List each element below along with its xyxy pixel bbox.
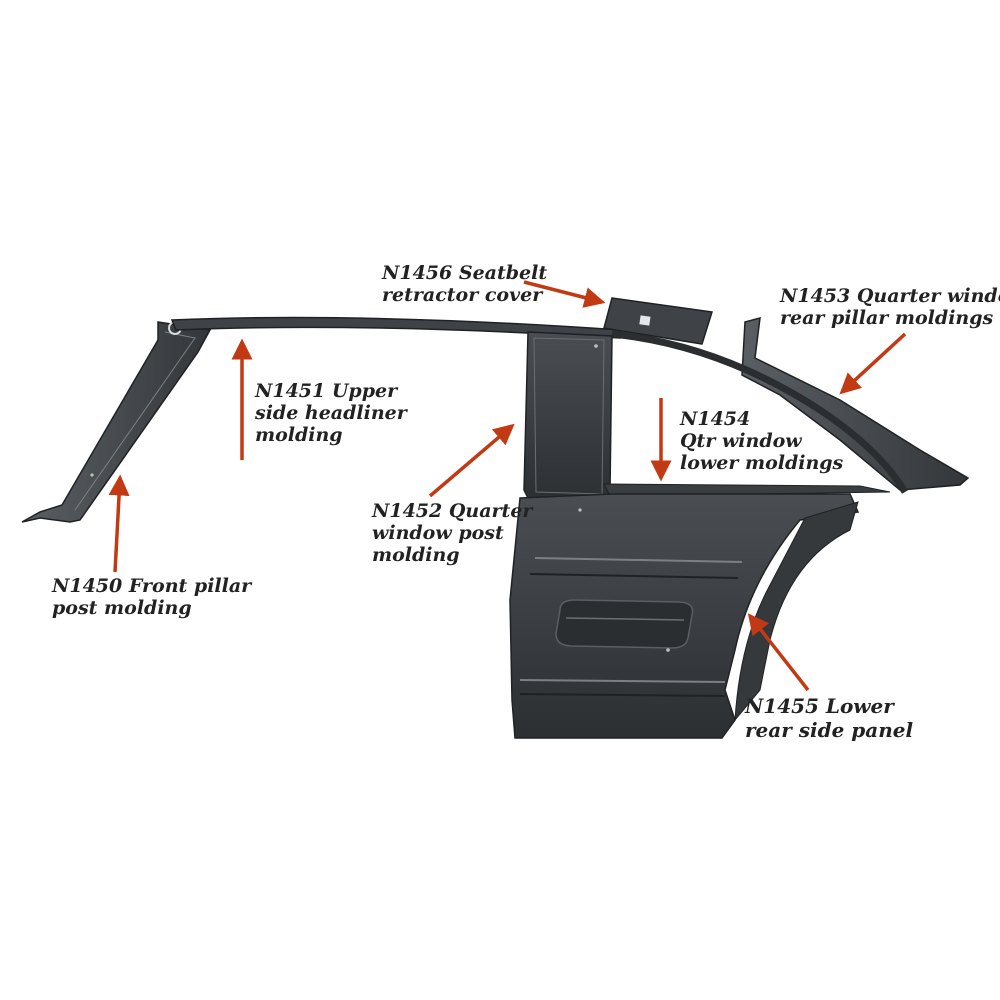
- quarter-window-post-molding: [524, 332, 612, 505]
- label-n1452: N1452 Quarterwindow postmolding: [372, 500, 532, 566]
- arrow-n1453: [842, 334, 905, 392]
- label-n1454: N1454Qtr windowlower moldings: [680, 408, 843, 474]
- arrow-n1450: [115, 478, 120, 572]
- arrow-n1452: [430, 426, 512, 496]
- label-n1453: N1453 Quarter windowrear pillar moldings: [780, 285, 1000, 329]
- label-n1455: N1455 Lowerrear side panel: [745, 694, 913, 742]
- front-pillar-post-molding: [22, 322, 210, 522]
- label-n1450: N1450 Front pillarpost molding: [52, 575, 251, 619]
- label-n1451: N1451 Upperside headlinermolding: [255, 380, 407, 446]
- label-n1456: N1456 Seatbeltretractor cover: [382, 262, 547, 306]
